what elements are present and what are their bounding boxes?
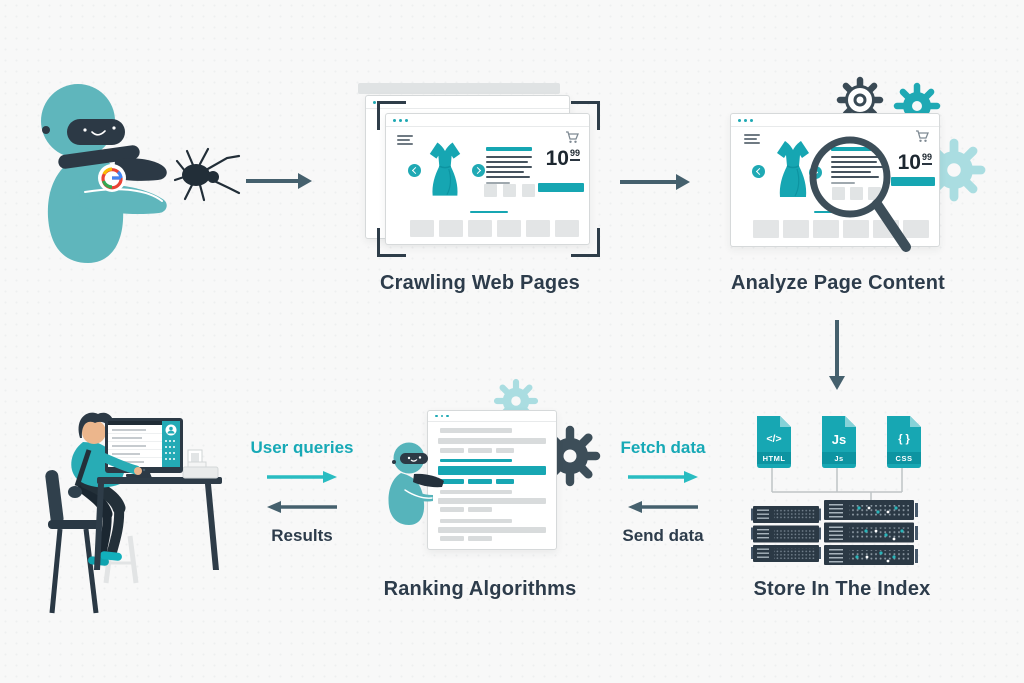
- carousel-left-icon: [752, 165, 765, 178]
- cart-icon: [916, 130, 929, 142]
- ranking-bot-illustration: [388, 442, 444, 525]
- thumbnail-row: [410, 220, 579, 237]
- file-css-icon: { } CSS: [887, 416, 921, 468]
- svg-text:</>: </>: [766, 433, 781, 445]
- server-rack-large: [824, 500, 918, 565]
- product-price: 1099: [897, 151, 932, 174]
- file-html-icon: </> HTML: [757, 416, 791, 468]
- buy-button: [538, 183, 584, 192]
- user-queries-label: User queries: [250, 438, 354, 457]
- window-dot-icon: [393, 118, 396, 122]
- robot-visor-icon: [67, 119, 125, 145]
- hamburger-menu-icon: [397, 135, 413, 147]
- arrow-crawling-to-analyze-icon: [620, 174, 690, 190]
- results-arrow-icon: [267, 501, 337, 513]
- server-rack-small: [751, 506, 821, 562]
- ranking-step-label: Ranking Algorithms: [383, 578, 577, 600]
- chair: [45, 470, 100, 614]
- carousel-right-icon: [472, 164, 485, 177]
- send-data-label: Send data: [622, 526, 704, 545]
- user-at-desk-illustration: [45, 412, 222, 614]
- gear-outline-icon: [836, 76, 884, 124]
- svg-text:Js: Js: [832, 432, 846, 447]
- crop-bracket-icon: [571, 101, 600, 130]
- hamburger-menu-icon: [744, 134, 760, 146]
- monitor: [105, 418, 183, 478]
- arrow-bot-to-crawling-icon: [246, 173, 312, 189]
- crop-bracket-icon: [571, 228, 600, 257]
- product-title-line: [486, 147, 532, 151]
- browser-window-back: [358, 83, 560, 94]
- top-result-highlight: [440, 459, 512, 462]
- send-data-arrow-icon: [628, 501, 698, 513]
- svg-text:{ }: { }: [898, 433, 910, 445]
- arrow-analyze-to-store-icon: [829, 320, 845, 390]
- spider-icon: [173, 147, 241, 202]
- cart-icon: [566, 131, 579, 143]
- carousel-left-icon: [408, 164, 421, 177]
- user-queries-arrow-icon: [267, 471, 337, 483]
- analyze-step-label: Analyze Page Content: [730, 272, 946, 294]
- robot-ear-icon: [42, 126, 50, 134]
- dress-image: [777, 141, 809, 197]
- crawling-step-label: Crawling Web Pages: [380, 272, 580, 294]
- robot-arm: [114, 158, 167, 181]
- svg-text:Js: Js: [834, 454, 843, 463]
- crop-bracket-icon: [377, 228, 406, 257]
- crop-bracket-icon: [377, 101, 406, 130]
- browser-window-product-page: 1099: [385, 113, 590, 245]
- google-logo-icon: [98, 164, 126, 192]
- magnifier-icon: [809, 136, 911, 252]
- svg-text:CSS: CSS: [896, 454, 913, 463]
- browser-window-analyzed-page: 1099: [730, 113, 940, 247]
- results-label: Results: [271, 526, 333, 545]
- google-bot-illustration: [41, 84, 167, 263]
- fetch-data-arrow-icon: [628, 471, 698, 483]
- window-header: [386, 114, 589, 127]
- person-arm: [91, 449, 141, 475]
- keyboard: [126, 474, 148, 477]
- product-price: 1099: [545, 147, 580, 170]
- printer: [182, 449, 219, 479]
- desk: [94, 477, 222, 570]
- dress-image: [429, 142, 461, 196]
- file-js-icon: Js Js: [822, 416, 856, 468]
- store-step-label: Store In The Index: [753, 578, 931, 600]
- svg-text:HTML: HTML: [763, 454, 786, 463]
- fetch-data-label: Fetch data: [620, 438, 706, 457]
